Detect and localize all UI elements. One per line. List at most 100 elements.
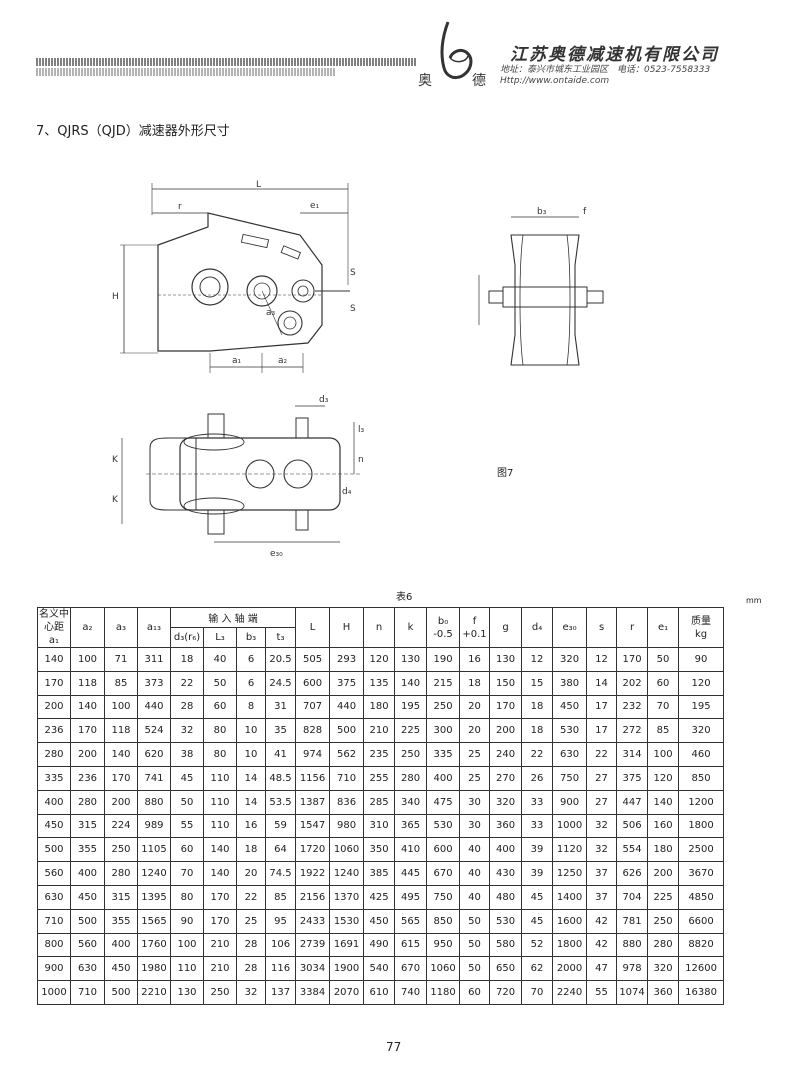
table-cell: 170 [203, 884, 237, 910]
header-f: f +0.1 [459, 607, 491, 648]
table-cell: 20.5 [264, 647, 297, 672]
table-cell: 2240 [552, 980, 588, 1005]
company-logo: 奥 德 [418, 18, 500, 92]
table-cell: 53.5 [264, 789, 297, 815]
table-cell: 615 [394, 932, 428, 958]
table-cell: 12 [521, 647, 554, 672]
table-cell: 25 [459, 765, 491, 791]
table-cell: 2739 [295, 932, 331, 958]
table-cell: 10 [236, 718, 266, 744]
table-cell: 335 [37, 765, 71, 791]
table-cell: 978 [616, 956, 649, 982]
logo-char-ao: 奥 [418, 73, 432, 89]
table-cell: 140 [394, 670, 428, 696]
table-cell: 560 [37, 861, 71, 886]
table-caption: 表6 [396, 592, 413, 603]
table-cell: 704 [616, 884, 649, 910]
table-cell: 32 [236, 980, 266, 1005]
table-cell: 335 [426, 742, 461, 767]
table-cell: 18 [236, 837, 266, 863]
table-cell: 16 [236, 813, 266, 839]
dim-a1-label: a₁ [232, 356, 242, 366]
table-cell: 1000 [552, 813, 588, 839]
table-cell: 524 [137, 718, 171, 744]
table-cell: 360 [489, 813, 523, 839]
table-cell: 440 [329, 694, 365, 720]
dim-r-label: r [178, 202, 182, 212]
table-cell: 160 [647, 813, 680, 839]
table-cell: 375 [329, 670, 365, 696]
header-a13: a₁₃ [137, 607, 171, 648]
table-cell: 70 [521, 980, 554, 1005]
table-cell: 445 [394, 861, 428, 886]
table-cell: 55 [170, 813, 204, 839]
table-cell: 2000 [552, 956, 588, 982]
table-cell: 42 [586, 908, 618, 934]
table-cell: 1105 [137, 837, 171, 863]
table-unit: mm [746, 596, 762, 605]
table-cell: 311 [137, 647, 171, 672]
table-cell: 40 [459, 861, 491, 886]
table-cell: 1800 [552, 932, 588, 958]
table-cell: 15 [521, 670, 554, 696]
table-cell: 460 [678, 742, 725, 767]
table-cell: 850 [678, 765, 725, 791]
table-cell: 200 [647, 861, 680, 886]
table-cell: 280 [647, 932, 680, 958]
table-cell: 140 [104, 742, 138, 767]
table-cell: 120 [363, 647, 396, 672]
table-cell: 1760 [137, 932, 171, 958]
table-cell: 225 [394, 718, 428, 744]
table-cell: 48.5 [264, 765, 297, 791]
table-cell: 1074 [616, 980, 649, 1005]
table-cell: 480 [489, 884, 523, 910]
table-cell: 60 [647, 670, 680, 696]
table-cell: 1530 [329, 908, 365, 934]
table-cell: 28 [236, 956, 266, 982]
figure-label: 图7 [497, 468, 514, 479]
table-cell: 80 [203, 742, 237, 767]
table-cell: 255 [363, 765, 396, 791]
table-cell: 630 [37, 884, 71, 910]
table-cell: 22 [521, 742, 554, 767]
header-H: H [329, 607, 365, 648]
table-cell: 110 [203, 789, 237, 815]
table-cell: 1250 [552, 861, 588, 886]
table-cell: 1922 [295, 861, 331, 886]
table-cell: 200 [37, 694, 71, 720]
dim-d4-label: d₄ [342, 487, 352, 497]
table-cell: 27 [586, 789, 618, 815]
table-cell: 707 [295, 694, 331, 720]
table-cell: 450 [37, 813, 71, 839]
table-cell: 1720 [295, 837, 331, 863]
table-cell: 425 [363, 884, 396, 910]
dim-H-label: H [112, 292, 119, 302]
table-cell: 28 [236, 932, 266, 958]
table-cell: 55 [586, 980, 618, 1005]
table-cell: 320 [647, 956, 680, 982]
header-b3: b₃ [236, 627, 266, 648]
table-cell: 20 [236, 861, 266, 886]
table-cell: 47 [586, 956, 618, 982]
table-cell: 4850 [678, 884, 725, 910]
table-cell: 170 [104, 765, 138, 791]
table-cell: 554 [616, 837, 649, 863]
table-cell: 505 [295, 647, 331, 672]
dim-e1-label: e₁ [310, 201, 320, 211]
section-title: 7、QJRS（QJD）减速器外形尺寸 [36, 124, 230, 139]
header-g: g [489, 607, 523, 648]
table-cell: 1156 [295, 765, 331, 791]
table-cell: 1240 [329, 861, 365, 886]
table-cell: 110 [203, 765, 237, 791]
table-cell: 490 [363, 932, 396, 958]
table-cell: 355 [104, 908, 138, 934]
table-cell: 250 [394, 742, 428, 767]
table-cell: 1387 [295, 789, 331, 815]
table-cell: 440 [137, 694, 171, 720]
